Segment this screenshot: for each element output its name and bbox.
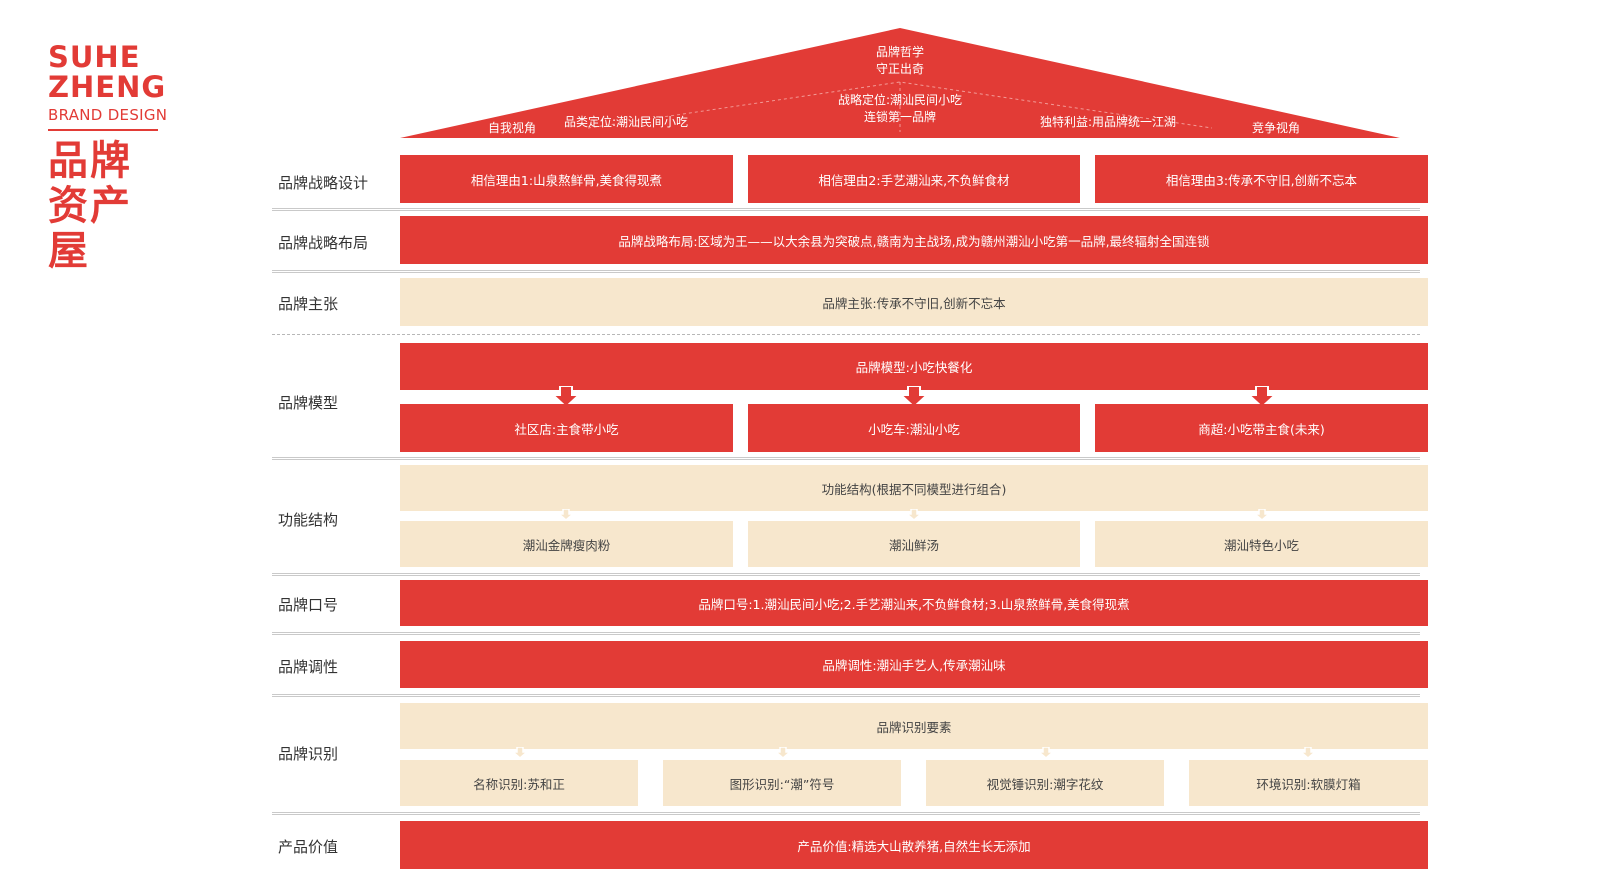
page-title: 品牌资产屋 (48, 138, 132, 274)
product-value-box: 产品价值:精选大山散养猪,自然生长无添加 (400, 821, 1428, 869)
brand-subtitle: BRAND DESIGN (48, 106, 168, 124)
identity-item-visual-hammer: 视觉锤识别:潮字花纹 (926, 760, 1164, 806)
arrow-down-icon (558, 509, 574, 521)
roof-self-view: 自我视角 (488, 121, 537, 135)
row-separator (272, 334, 1420, 335)
arrow-down-icon (775, 747, 791, 759)
strategic-position-line2: 连锁第一品牌 (863, 110, 936, 124)
row-label-strategy-layout: 品牌战略布局 (278, 234, 369, 252)
strategy-layout-box: 品牌战略布局:区域为王——以大余县为突破点,赣南为主战场,成为赣州潮汕小吃第一品… (400, 216, 1428, 264)
model-item-snack-cart: 小吃车:潮汕小吃 (748, 404, 1080, 452)
brand-name-line2: ZHENG (48, 70, 167, 104)
roof-category-position: 品类定位:潮汕民间小吃 (564, 115, 689, 129)
arrow-down-icon (512, 747, 528, 759)
model-item-supermarket: 商超:小吃带主食(未来) (1095, 404, 1428, 452)
row-label-tone: 品牌调性 (278, 658, 339, 676)
roof-unique-benefit: 独特利益:用品牌统一江湖 (1040, 115, 1177, 129)
function-top-box: 功能结构(根据不同模型进行组合) (400, 465, 1428, 511)
arrow-down-icon (1038, 747, 1054, 759)
reason-box-1: 相信理由1:山泉熬鲜骨,美食得现煮 (400, 155, 733, 203)
row-label-identity: 品牌识别 (278, 745, 339, 763)
arrow-down-icon (1300, 747, 1316, 759)
roof-competitor-view: 竞争视角 (1252, 121, 1301, 135)
roof-strategic-position: 战略定位:潮汕民间小吃 连锁第一品牌 (800, 92, 1000, 126)
identity-item-graphic: 图形识别:“潮”符号 (663, 760, 901, 806)
arrow-down-icon (900, 386, 928, 408)
slogan-box: 品牌口号:1.潮汕民间小吃;2.手艺潮汕来,不负鲜食材;3.山泉熬鲜骨,美食得现… (400, 580, 1428, 626)
row-separator (272, 208, 1420, 211)
tone-box: 品牌调性:潮汕手艺人,传承潮汕味 (400, 641, 1428, 688)
row-label-product-value: 产品价值 (278, 838, 339, 856)
roof-philosophy: 品牌哲学 守正出奇 (850, 44, 950, 78)
row-label-function: 功能结构 (278, 511, 339, 529)
philosophy-title: 品牌哲学 (875, 45, 924, 59)
identity-item-name: 名称识别:苏和正 (400, 760, 638, 806)
row-separator (272, 270, 1420, 273)
row-label-slogan: 品牌口号 (278, 596, 339, 614)
arrow-down-icon (1254, 509, 1270, 521)
row-separator (272, 812, 1420, 815)
row-label-model: 品牌模型 (278, 394, 339, 412)
function-item-special-snacks: 潮汕特色小吃 (1095, 521, 1428, 567)
row-label-strategy-design: 品牌战略设计 (278, 174, 369, 192)
row-separator (272, 457, 1420, 460)
reason-box-3: 相信理由3:传承不守旧,创新不忘本 (1095, 155, 1428, 203)
proposition-box: 品牌主张:传承不守旧,创新不忘本 (400, 278, 1428, 326)
brand-name-line1: SUHE (48, 40, 141, 74)
roof-shape (400, 28, 1400, 138)
identity-item-environment: 环境识别:软膜灯箱 (1189, 760, 1428, 806)
house-roof: 品牌哲学 守正出奇 战略定位:潮汕民间小吃 连锁第一品牌 自我视角 品类定位:潮… (400, 28, 1400, 144)
function-item-lean-pork-noodle: 潮汕金牌瘦肉粉 (400, 521, 733, 567)
row-separator (272, 694, 1420, 697)
model-item-community-store: 社区店:主食带小吃 (400, 404, 733, 452)
brand-logo: SUHE ZHENG BRAND DESIGN 品牌资产屋 (48, 42, 178, 274)
brand-divider (48, 129, 158, 131)
arrow-down-icon (1248, 386, 1276, 408)
arrow-down-icon (552, 386, 580, 408)
philosophy-value: 守正出奇 (875, 62, 924, 76)
reason-box-2: 相信理由2:手艺潮汕来,不负鲜食材 (748, 155, 1080, 203)
strategic-position-line1: 战略定位:潮汕民间小吃 (837, 93, 963, 107)
row-separator (272, 573, 1420, 576)
row-label-proposition: 品牌主张 (278, 295, 339, 313)
function-item-fresh-soup: 潮汕鲜汤 (748, 521, 1080, 567)
identity-top-box: 品牌识别要素 (400, 703, 1428, 749)
arrow-down-icon (906, 509, 922, 521)
row-separator (272, 632, 1420, 635)
model-top-box: 品牌模型:小吃快餐化 (400, 343, 1428, 390)
